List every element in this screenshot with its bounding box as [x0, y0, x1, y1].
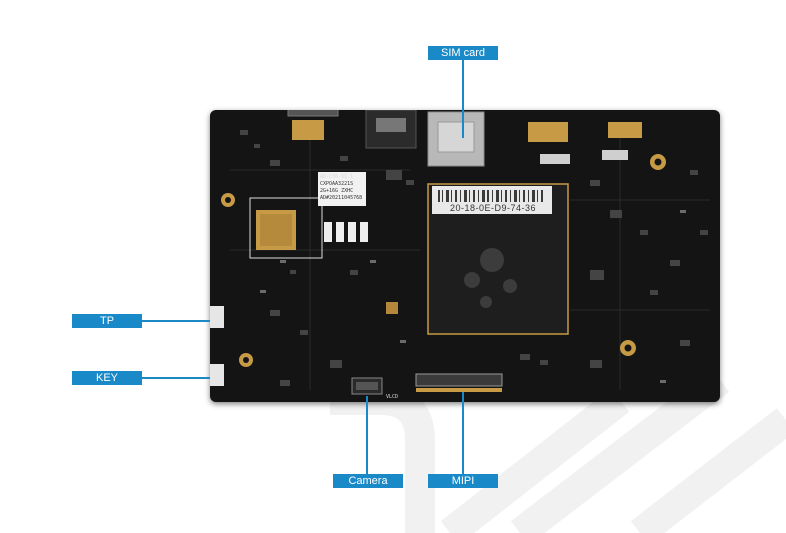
gold-pad [292, 120, 324, 140]
sticker-line-1: CXPOAA3221S [320, 181, 354, 187]
camera-silk-label: VLCD [386, 394, 399, 400]
sim-card-leader-line [462, 60, 464, 138]
key-connector [210, 364, 224, 386]
mipi-leader-line [462, 392, 464, 474]
tp-connector [210, 306, 224, 328]
sticker [318, 172, 366, 206]
key-leader-line [142, 377, 210, 379]
tp-leader-line [142, 320, 210, 322]
sticker-line-3: AD#20211045768 [320, 195, 363, 201]
board-model-label: AD-C36-V1.1 [320, 174, 354, 180]
mipi-connector [415, 373, 503, 387]
gold-pad [386, 302, 398, 314]
camera-label: Camera [333, 474, 403, 488]
mipi-label: MIPI [428, 474, 498, 488]
gold-pad [608, 122, 642, 138]
tp-label: TP [72, 314, 142, 328]
camera-leader-line [366, 396, 368, 474]
wifi-module-outline [249, 197, 323, 259]
key-label: KEY [72, 371, 142, 385]
gold-pad [528, 122, 568, 142]
mac-address-label: 20-18-0E-D9-74-36 [450, 203, 537, 213]
sim-card-label: SIM card [428, 46, 498, 60]
pcb-components [210, 110, 710, 395]
usb-connector [287, 110, 339, 117]
white-header [602, 150, 628, 160]
white-header [540, 154, 570, 164]
sticker-line-2: 2G+16G ZXHC [320, 188, 354, 194]
pcb-board: AD-C36-V1.1 CXPOAA3221S 2G+16G ZXHC AD#2… [210, 110, 720, 402]
